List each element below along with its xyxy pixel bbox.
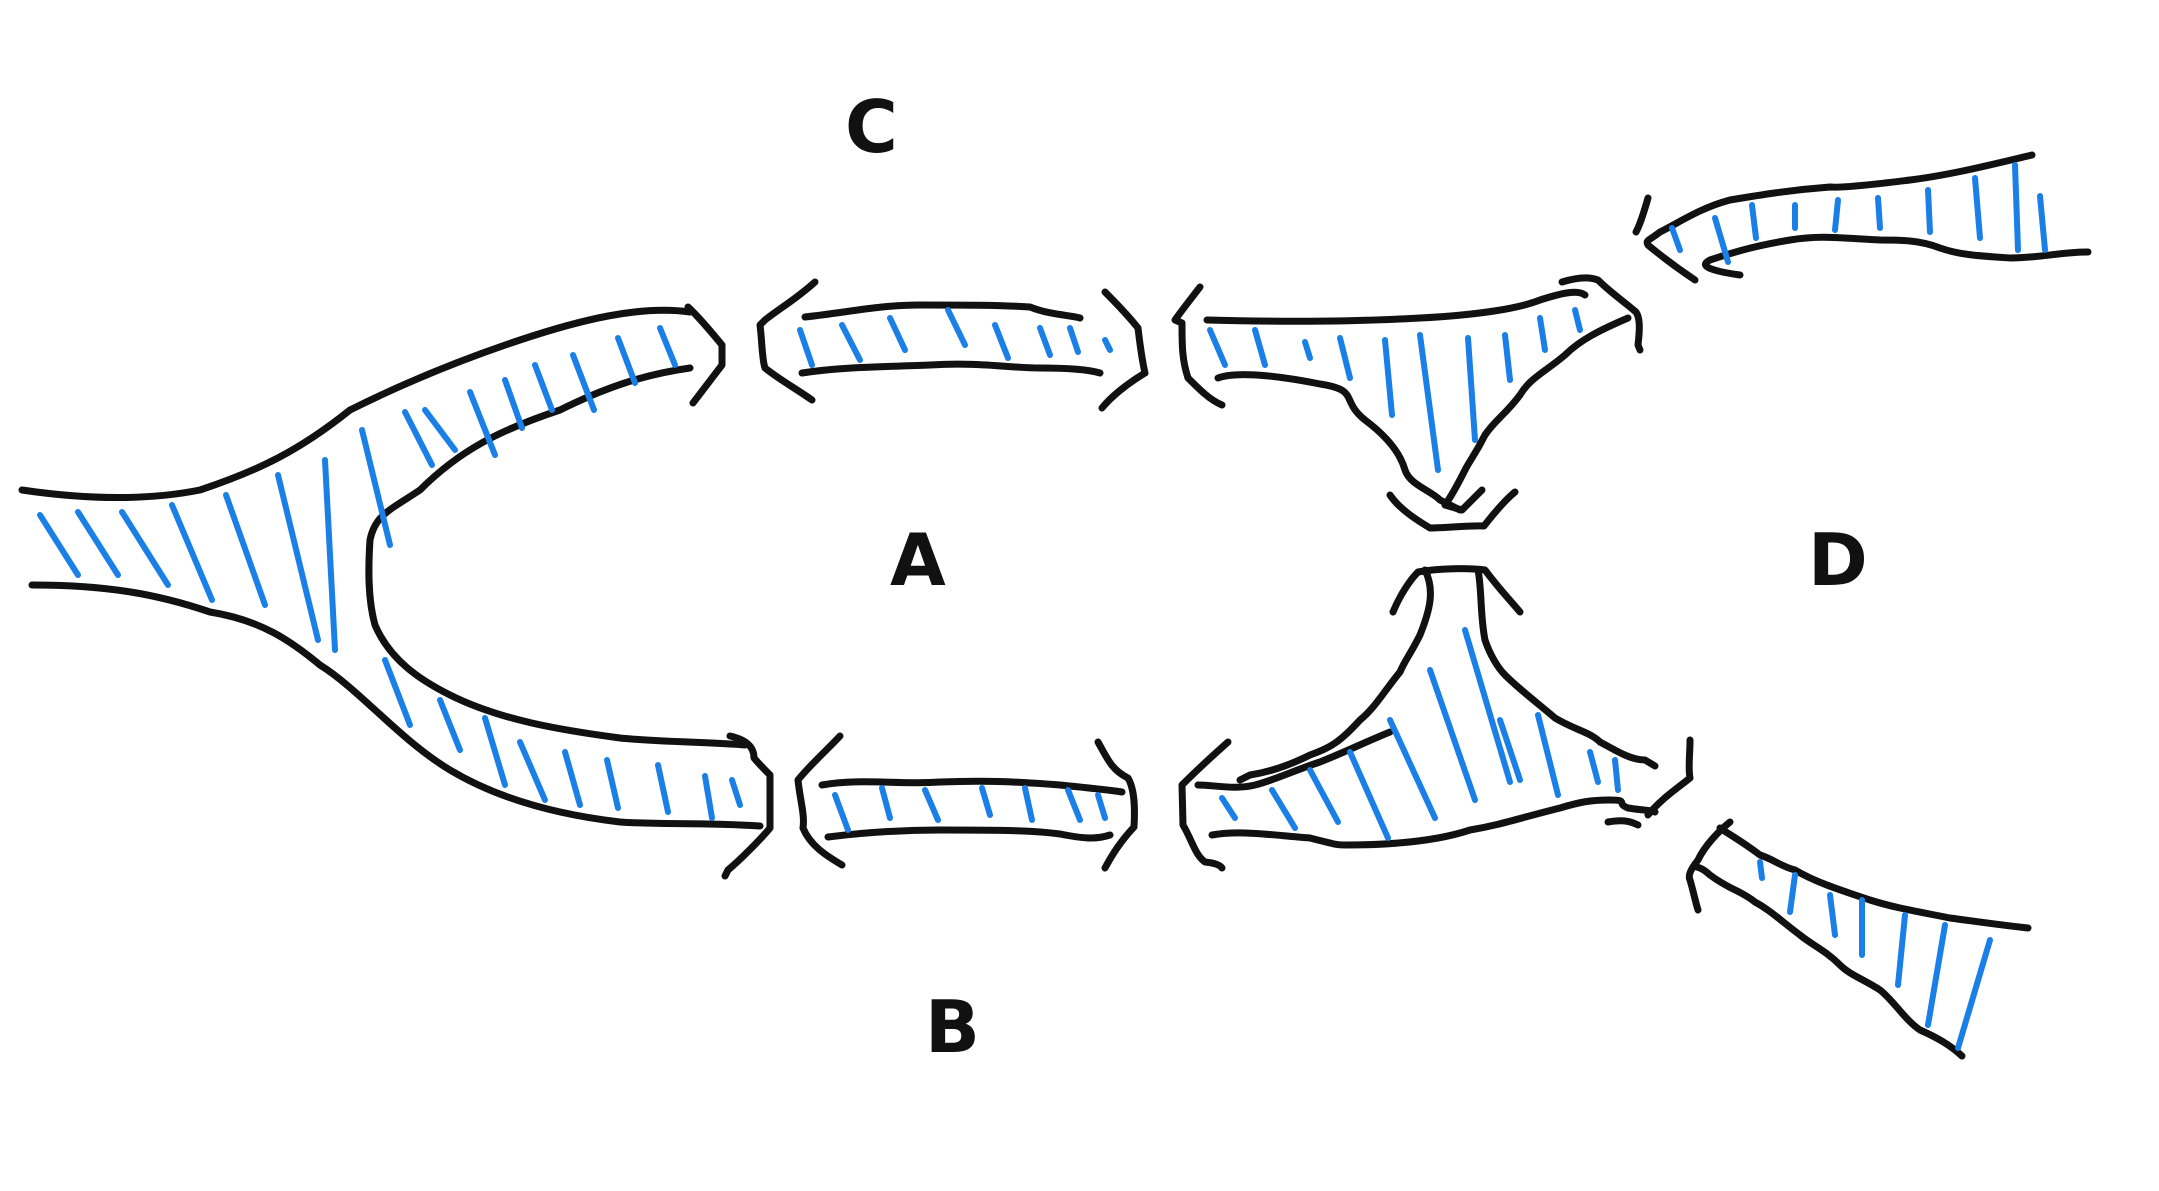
inflow-arrowhead [1685, 818, 1734, 914]
bar-hatching [832, 785, 1108, 833]
top-right-inflow [1632, 151, 2092, 284]
bar-top-edge [801, 301, 1084, 322]
arrow-to-b-left [721, 732, 774, 880]
bar-bottom-edge [824, 826, 1114, 842]
inflow-hatching [1669, 162, 2048, 265]
bar-right-arrowhead [1098, 288, 1149, 412]
merge-top-arrowhead [1389, 565, 1524, 616]
arrow-to-c-left [684, 303, 726, 407]
bracket [1558, 274, 1644, 354]
stream-outer-bottom-edge [28, 581, 764, 830]
bar-right-arrowhead [1094, 738, 1138, 872]
merge-small-tick [1604, 817, 1642, 829]
bar-left-arrowhead [794, 732, 846, 869]
arrow-head [684, 303, 726, 407]
top-right-bracket-arrow [1558, 274, 1644, 354]
merge-right-arrowhead [1644, 736, 1694, 819]
inflow-bottom-edge [1690, 862, 1966, 1060]
merge-top-inner-edge [1194, 728, 1394, 791]
inflow-top-edge [1643, 151, 2036, 284]
inflow-bottom-edge [1702, 233, 2092, 279]
bar-top-edge [818, 777, 1126, 796]
bar-bottom-edge [798, 360, 1104, 377]
merge-bottom-edge [1208, 796, 1659, 849]
upper-right-merge [1171, 283, 1632, 532]
arrow-head [721, 732, 774, 880]
node-label-d: D [1808, 518, 1868, 602]
bottom-right-inflow [1685, 818, 2032, 1060]
merge-left-arrowhead [1171, 283, 1226, 409]
bar-hatching [797, 307, 1113, 368]
stream-inner-edge [365, 364, 749, 749]
merge-bottom-edge [1214, 371, 1464, 514]
inflow-top-edge [1716, 824, 2032, 932]
bar-left-arrowhead [756, 278, 819, 404]
merge-right-edge [1441, 314, 1632, 514]
merge-left-arrowhead [1178, 738, 1232, 872]
node-label-b: B [925, 985, 980, 1069]
stream-hatching [37, 325, 743, 821]
merge-hatching [1219, 627, 1621, 841]
node-label-c: C [845, 85, 898, 169]
merge-left-edge [1236, 566, 1434, 784]
merge-right-edge [1474, 566, 1659, 770]
merge-top-edge [1203, 288, 1589, 325]
merge-bottom-arrowhead [1386, 488, 1519, 532]
incoming-branching-stream [18, 306, 764, 830]
channel-c-bar [756, 278, 1149, 412]
lower-right-merge [1178, 565, 1694, 872]
node-label-a: A [890, 518, 946, 602]
inflow-arrowhead [1632, 194, 1652, 236]
channel-b-bar [794, 732, 1138, 872]
inflow-hatching [1757, 859, 1993, 1051]
stream-outer-top-edge [18, 306, 694, 501]
merge-hatching [1207, 307, 1583, 473]
